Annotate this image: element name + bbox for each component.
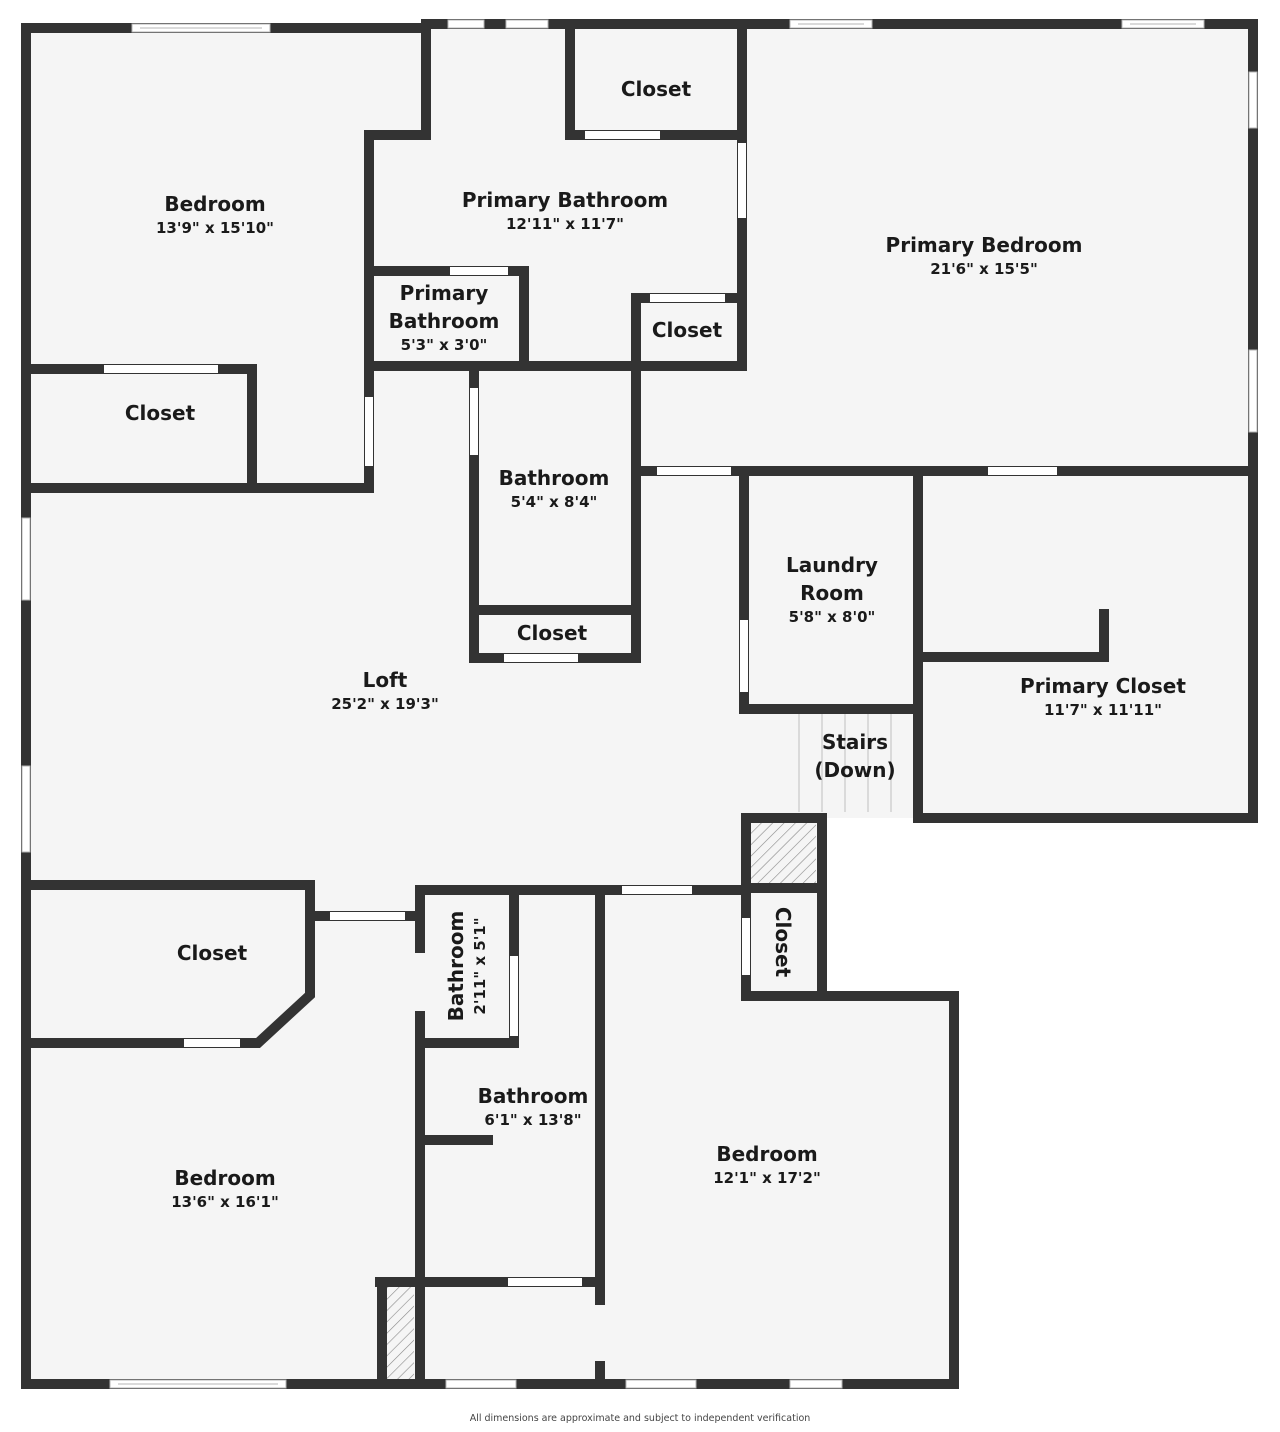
room-dimensions: 5'3" x 3'0" bbox=[400, 336, 488, 354]
room-dimensions: 5'8" x 8'0" bbox=[788, 608, 876, 626]
room-dimensions: 25'2" x 19'3" bbox=[331, 695, 439, 713]
room-closet-mid: Closet bbox=[652, 316, 722, 344]
room-bathroom-small: Bathroom 2'11" x 5'1" bbox=[442, 911, 490, 1022]
room-closet-sw: Closet bbox=[177, 939, 247, 967]
room-bedroom-nw: Bedroom 13'9" x 15'10" bbox=[156, 190, 274, 238]
room-closet-top: Closet bbox=[621, 75, 691, 103]
room-name: Closet bbox=[516, 621, 588, 645]
room-name-line2: Room bbox=[800, 581, 864, 605]
room-dimensions: 5'4" x 8'4" bbox=[510, 493, 598, 511]
room-stairs: Stairs (Down) bbox=[814, 728, 895, 784]
floor-area bbox=[26, 28, 1274, 1396]
room-name: Primary Closet bbox=[1020, 674, 1186, 698]
room-primary-bathroom: Primary Bathroom 12'11" x 11'7" bbox=[462, 186, 668, 234]
room-dimensions: 13'6" x 16'1" bbox=[171, 1193, 279, 1211]
room-name: Bedroom bbox=[164, 192, 266, 216]
room-dimensions: 12'11" x 11'7" bbox=[506, 215, 624, 233]
room-name-line2: Bathroom bbox=[388, 309, 500, 333]
room-loft: Loft 25'2" x 19'3" bbox=[331, 666, 439, 714]
room-dimensions: 21'6" x 15'5" bbox=[930, 260, 1038, 278]
room-name: Bathroom bbox=[444, 910, 468, 1022]
room-name: Primary Bathroom bbox=[461, 188, 669, 212]
room-bathroom-center: Bathroom 5'4" x 8'4" bbox=[499, 464, 610, 512]
chase-hatch bbox=[748, 820, 816, 884]
room-primary-closet: Primary Closet 11'7" x 11'11" bbox=[1020, 672, 1186, 720]
room-name-line1: Laundry bbox=[786, 553, 878, 577]
room-name: Closet bbox=[651, 318, 723, 342]
room-name: Primary Bedroom bbox=[885, 233, 1083, 257]
room-dimensions: 6'1" x 13'8" bbox=[484, 1111, 582, 1129]
room-laundry: Laundry Room 5'8" x 8'0" bbox=[786, 551, 878, 627]
room-name: Loft bbox=[362, 668, 408, 692]
room-name: Closet bbox=[176, 941, 248, 965]
room-name-line1: Primary bbox=[399, 281, 489, 305]
room-name: Bathroom bbox=[498, 466, 610, 490]
door-openings bbox=[104, 131, 1057, 1286]
disclaimer: All dimensions are approximate and subje… bbox=[469, 1413, 811, 1424]
room-primary-bathroom-small: Primary Bathroom 5'3" x 3'0" bbox=[389, 279, 500, 355]
room-bedroom-sw: Bedroom 13'6" x 16'1" bbox=[171, 1164, 279, 1212]
room-name: Closet bbox=[124, 401, 196, 425]
room-name: Bedroom bbox=[716, 1142, 818, 1166]
room-dimensions: 12'1" x 17'2" bbox=[713, 1169, 821, 1187]
walls bbox=[21, 19, 1258, 1389]
room-primary-bedroom: Primary Bedroom 21'6" x 15'5" bbox=[886, 231, 1083, 279]
room-dimensions: 2'11" x 5'1" bbox=[471, 917, 489, 1015]
room-dimensions: 13'9" x 15'10" bbox=[156, 219, 274, 237]
chase-hatch bbox=[386, 1286, 414, 1380]
room-name: Closet bbox=[771, 906, 795, 978]
room-name: Bathroom bbox=[477, 1084, 589, 1108]
stairs-treads bbox=[798, 714, 892, 812]
room-closet-center: Closet bbox=[517, 619, 587, 647]
room-name-line1: Stairs bbox=[821, 730, 889, 754]
windows bbox=[21, 19, 1258, 1389]
room-bedroom-se: Bedroom 12'1" x 17'2" bbox=[713, 1140, 821, 1188]
room-closet-nw: Closet bbox=[125, 399, 195, 427]
room-bathroom-south: Bathroom 6'1" x 13'8" bbox=[478, 1082, 589, 1130]
room-name-line2: (Down) bbox=[814, 758, 896, 782]
room-name: Closet bbox=[620, 77, 692, 101]
room-closet-se: Closet bbox=[769, 907, 797, 977]
room-name: Bedroom bbox=[174, 1166, 276, 1190]
room-dimensions: 11'7" x 11'11" bbox=[1043, 701, 1162, 719]
